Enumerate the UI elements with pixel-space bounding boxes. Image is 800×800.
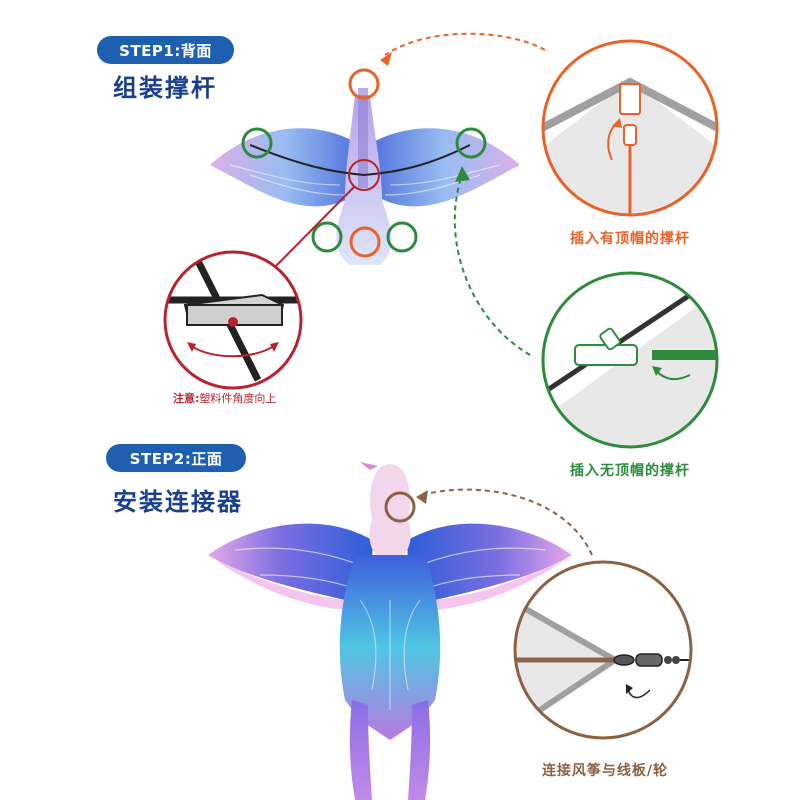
- capped-rod-caption: 插入有顶帽的撑杆: [570, 231, 690, 247]
- step2-title: 安装连接器: [113, 488, 243, 516]
- step1-badge: STEP1:背面: [97, 36, 234, 64]
- step1-title: 组装撑杆: [113, 74, 217, 102]
- step1-badge-label: STEP1:背面: [119, 41, 212, 60]
- uncapped-rod-caption: 插入无顶帽的撑杆: [570, 463, 690, 479]
- step2-badge: STEP2:正面: [106, 444, 246, 472]
- angle-note: 注意:塑料件角度向上: [173, 390, 276, 406]
- note-prefix: 注意:: [173, 392, 200, 405]
- note-text: 塑料件角度向上: [199, 392, 277, 405]
- connect-line-caption: 连接风筝与线板/轮: [541, 763, 669, 779]
- step2-badge-label: STEP2:正面: [129, 449, 223, 468]
